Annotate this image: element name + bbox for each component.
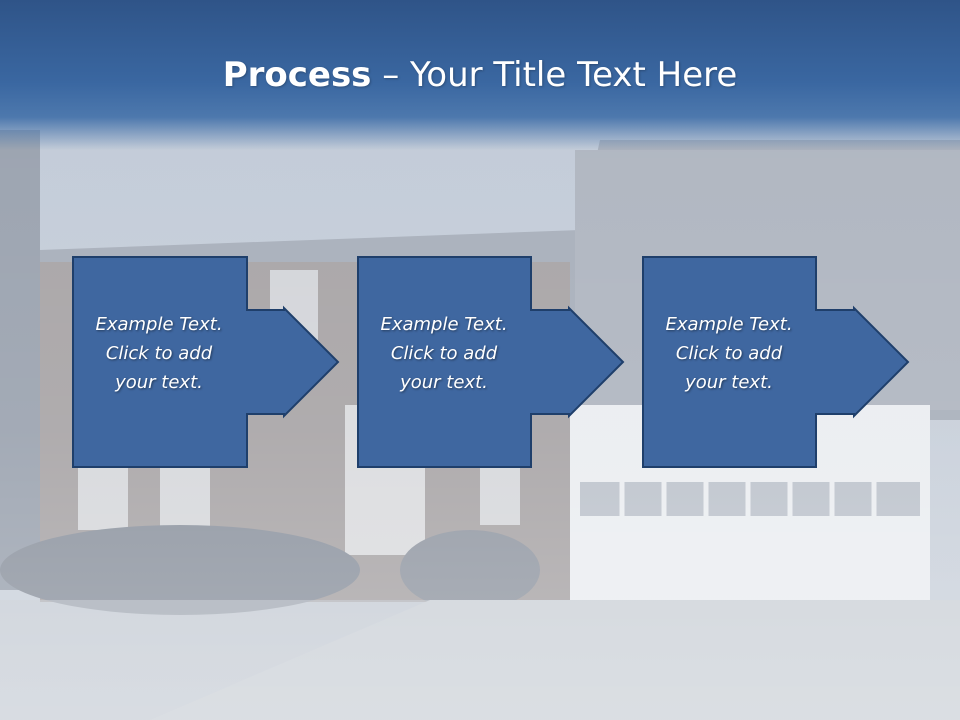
slide-title[interactable]: Process – Your Title Text Here — [0, 52, 960, 98]
title-header-band — [0, 0, 960, 150]
arrow-box-shape — [72, 256, 340, 468]
slide-title-rest: – Your Title Text Here — [371, 55, 738, 95]
arrow-box-shape — [357, 256, 625, 468]
process-step-3[interactable]: Example Text. Click to add your text. — [642, 256, 912, 468]
process-step-2-text: Example Text. Click to add your text. — [380, 314, 508, 393]
arrow-box-shape — [642, 256, 910, 468]
process-step-1[interactable]: Example Text. Click to add your text. — [72, 256, 342, 468]
process-step-1-text: Example Text. Click to add your text. — [95, 314, 223, 393]
process-step-3-text: Example Text. Click to add your text. — [665, 314, 793, 393]
process-step-2[interactable]: Example Text. Click to add your text. — [357, 256, 627, 468]
slide-title-bold: Process — [222, 55, 372, 95]
